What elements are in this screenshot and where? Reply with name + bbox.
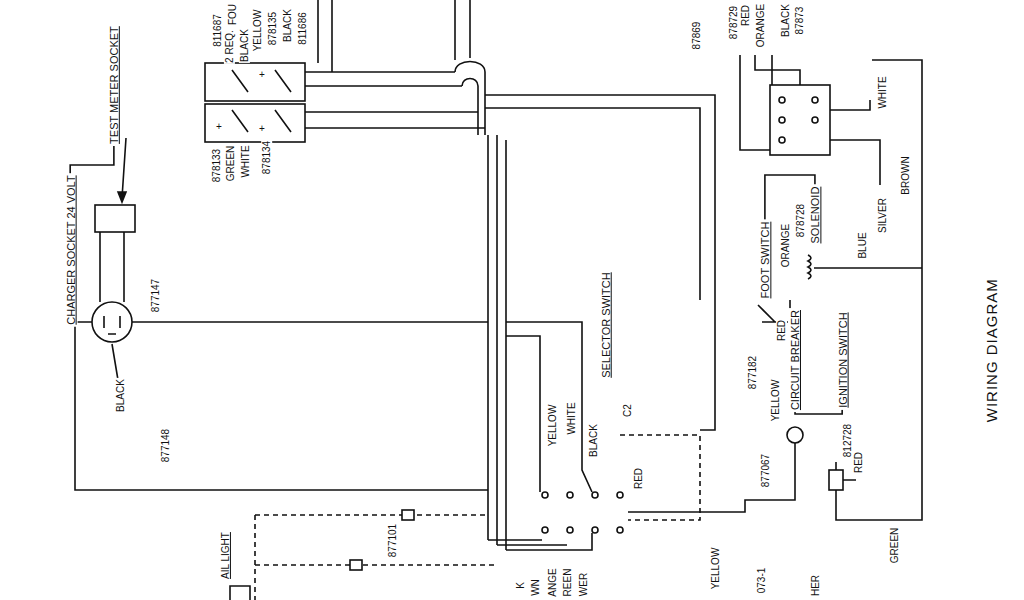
wire-label: AIL LIGHT xyxy=(219,531,230,580)
wire-label: WN xyxy=(529,578,540,597)
wire-label: + xyxy=(258,69,266,80)
wire-label: GREEN xyxy=(889,526,900,564)
wire-label: 073-1 xyxy=(756,566,767,594)
wire-label: 878729 xyxy=(728,4,739,39)
battery-symbol xyxy=(205,63,305,101)
wire-label: 878135 xyxy=(267,10,278,45)
fuse-symbol xyxy=(350,560,362,570)
wire-connector xyxy=(70,146,114,173)
component-label-box: FOOT SWITCH xyxy=(758,220,772,301)
component-name: SELECTOR SWITCH xyxy=(599,270,613,380)
circuit-breaker-symbol xyxy=(787,427,803,443)
test-meter-socket-symbol xyxy=(95,205,135,232)
wire-label: WHITE xyxy=(240,144,251,178)
wire-label: HER xyxy=(810,574,821,597)
wire-label: ORANGE xyxy=(755,3,766,48)
wire-label: YELLOW xyxy=(710,546,721,590)
wire-label: 87869 xyxy=(691,20,702,50)
component-name: CHARGER SOCKET 24 VOLT xyxy=(63,173,77,326)
tail-light-symbol xyxy=(230,586,250,600)
component-name: IGNITION SWITCH xyxy=(835,310,849,409)
wire-label: 877148 xyxy=(160,427,171,462)
tail-light-wire xyxy=(255,515,497,600)
cable-loop xyxy=(455,0,485,135)
wire-label: 877101 xyxy=(387,522,398,557)
wire-label: 878728 xyxy=(795,202,806,237)
charger-wire xyxy=(75,138,488,490)
wire-label: + xyxy=(215,121,223,132)
wire-label: YELLOW xyxy=(770,378,781,422)
wire-label: BLACK xyxy=(238,28,249,63)
component-name: FOOT SWITCH xyxy=(758,220,772,301)
wire-label: ORANGE xyxy=(780,222,791,267)
component-label-box: IGNITION SWITCH xyxy=(835,310,849,409)
wire-label: 811687 xyxy=(211,13,222,48)
battery-cable xyxy=(305,0,485,128)
wire-label: BLACK xyxy=(114,378,125,413)
ignition-wire xyxy=(836,60,922,520)
wire-label: BROWN xyxy=(900,155,911,195)
wire-label: WER xyxy=(578,572,589,597)
terminal-symbol xyxy=(542,492,623,533)
wire-label: RED xyxy=(853,450,864,473)
fuse-symbol xyxy=(402,510,414,520)
wire-label: 2 REQ. xyxy=(223,29,234,64)
breaker-wire xyxy=(628,443,795,512)
wire-label: 87873 xyxy=(794,5,805,35)
component-label-box: CHARGER SOCKET 24 VOLT xyxy=(63,173,77,326)
arrow-head xyxy=(118,192,126,202)
wire-label: K xyxy=(514,581,525,590)
wire-label: SILVER xyxy=(876,197,887,234)
wire-label: WHITE xyxy=(566,401,577,435)
wire-label: RED xyxy=(740,3,751,26)
wire-label: 877182 xyxy=(747,354,758,389)
component-label-box: CIRCUIT BREAKER xyxy=(788,308,802,412)
component-name: SOLENOID xyxy=(808,185,822,246)
wire-label: 812728 xyxy=(842,422,853,457)
wire-label: GREEN xyxy=(225,144,236,182)
wire-label: FOU xyxy=(227,3,238,26)
ignition-switch-symbol xyxy=(829,470,843,490)
wire-label: RED xyxy=(776,318,787,341)
wire-label: 878133 xyxy=(211,147,222,182)
battery-symbol xyxy=(205,104,305,142)
wire-label: BLACK xyxy=(587,423,598,458)
component-name: CIRCUIT BREAKER xyxy=(788,308,802,412)
socket-pins xyxy=(104,316,120,334)
wire-label: C2 xyxy=(621,403,632,418)
wire-label: REEN xyxy=(562,567,573,597)
component-label-box: TEST METER SOCKET xyxy=(107,24,121,146)
wire-connector xyxy=(795,410,842,414)
component-label-box: SOLENOID xyxy=(808,185,822,246)
wire-label: YELLOW xyxy=(547,403,558,447)
wiring xyxy=(75,0,922,600)
component-name: TEST METER SOCKET xyxy=(107,24,121,146)
wire-label: + xyxy=(258,123,266,134)
wire-label: BLACK xyxy=(779,3,790,38)
charger-socket-symbol xyxy=(92,302,132,342)
wire-label: YELLOW xyxy=(252,8,263,52)
harness-wire xyxy=(485,95,715,550)
terminal-block-wire xyxy=(740,55,880,185)
dashed-enclosure xyxy=(620,435,700,520)
wire-label: WHITE xyxy=(877,75,888,109)
wire-label: RED xyxy=(633,466,644,489)
diagram-title: WIRING DIAGRAM xyxy=(984,276,1001,424)
component-label-box: SELECTOR SWITCH xyxy=(599,270,613,380)
wire-label: 878134 xyxy=(261,139,272,174)
wire-label: 811686 xyxy=(296,11,307,46)
wire-label: 877067 xyxy=(760,452,771,487)
selector-wire xyxy=(488,322,592,550)
wire-label: ANGE xyxy=(547,567,558,597)
wire-label: 877147 xyxy=(150,277,161,312)
wire-label: BLACK xyxy=(281,8,292,43)
wire-label: BLUE xyxy=(857,231,868,259)
